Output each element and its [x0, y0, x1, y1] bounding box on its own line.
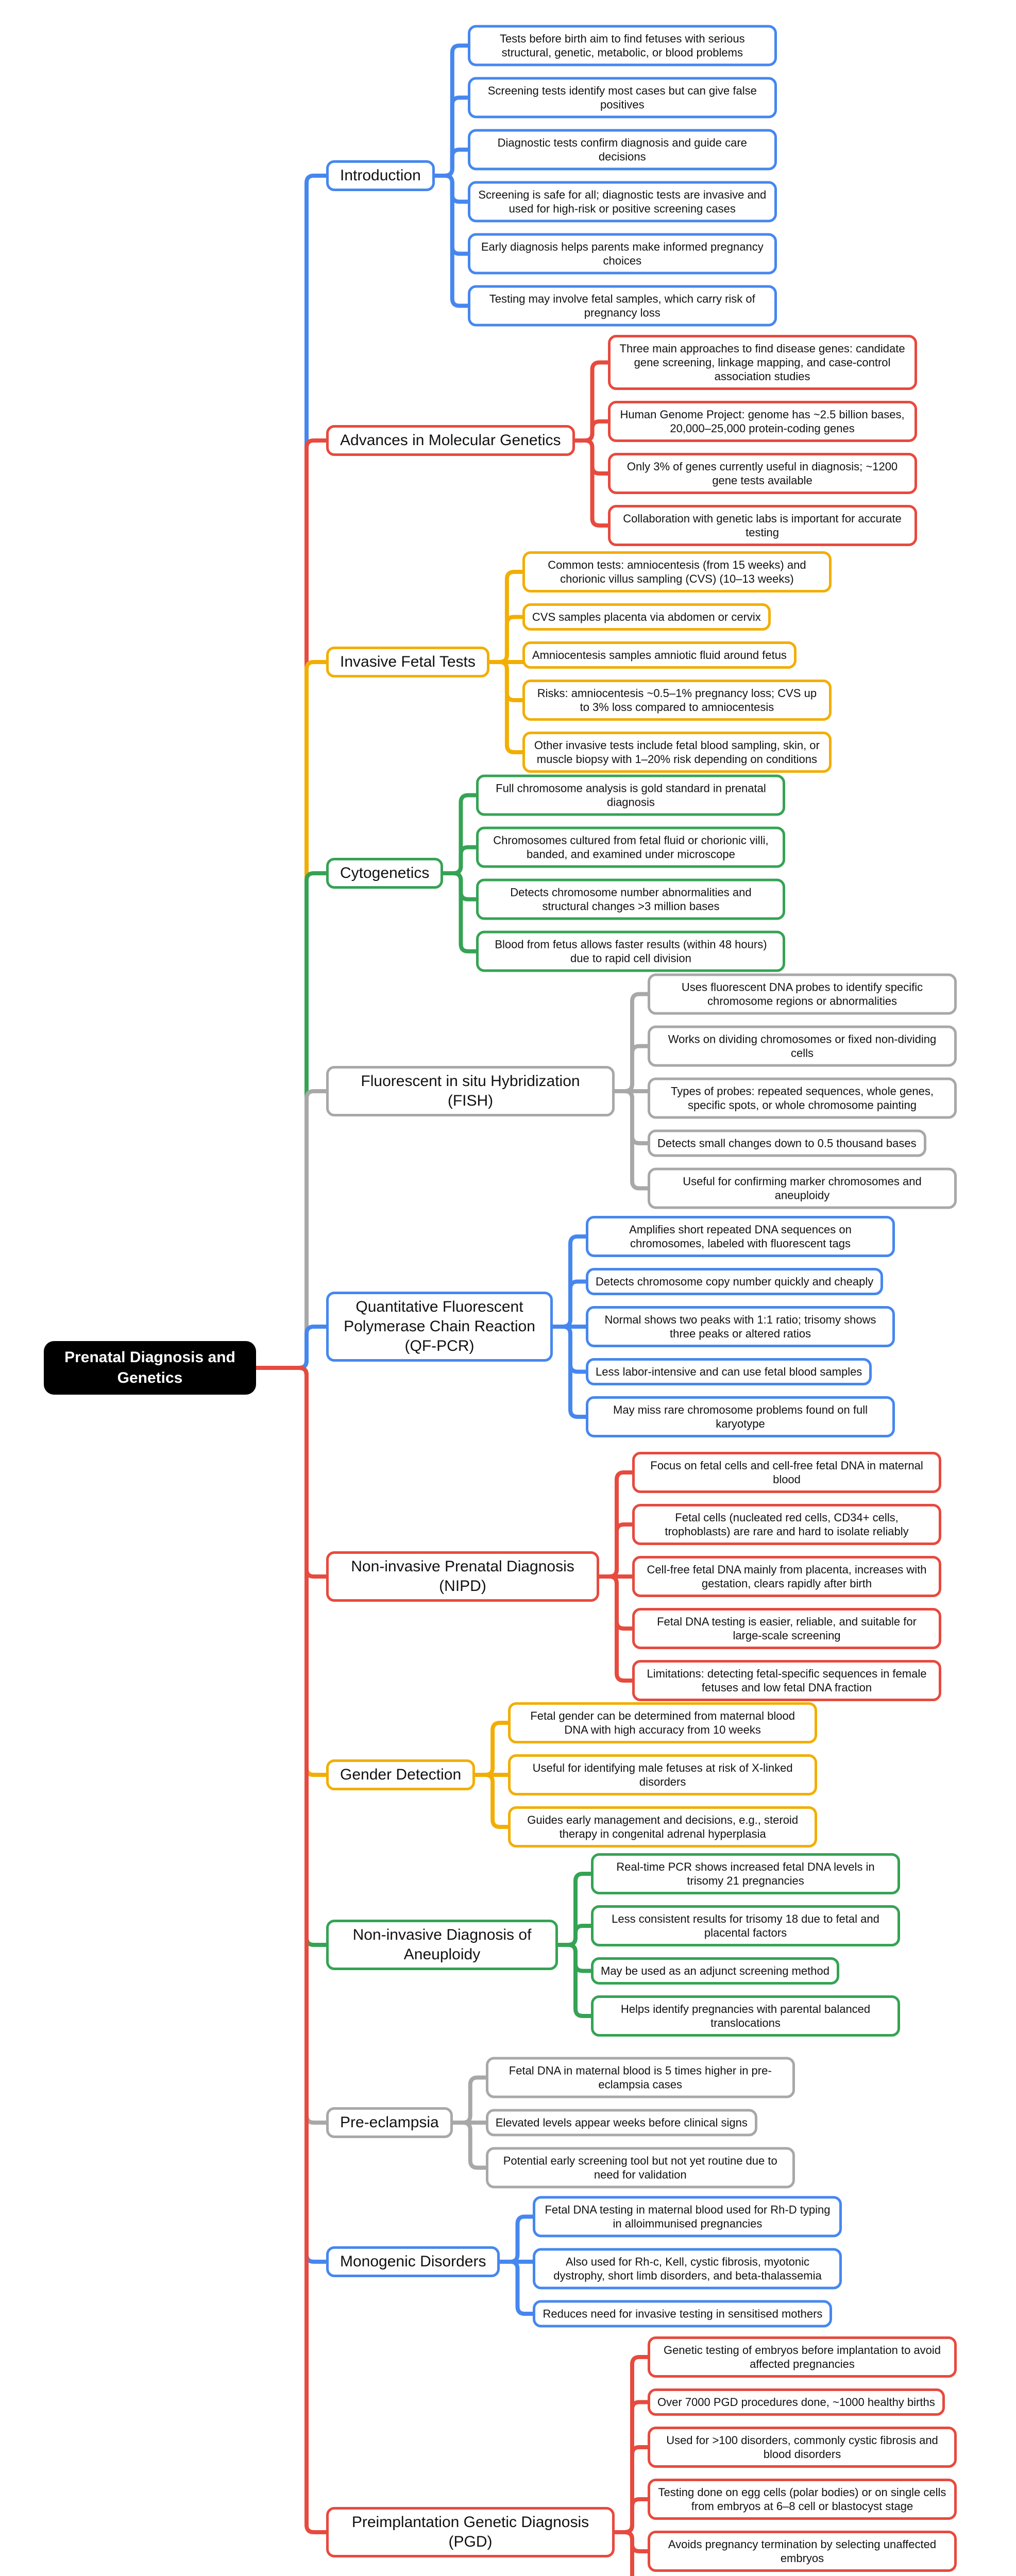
leaf-node: Over 7000 PGD procedures done, ~1000 hea… [648, 2388, 945, 2416]
leaf-node: Other invasive tests include fetal blood… [522, 732, 832, 773]
branch-label-advances-in-molecular-genetics: Advances in Molecular Genetics [326, 425, 575, 456]
leaf-node: Diagnostic tests confirm diagnosis and g… [467, 129, 777, 171]
leaf-node: Amniocentesis samples amniotic fluid aro… [522, 641, 797, 669]
leaf-node: Blood from fetus allows faster results (… [476, 930, 786, 972]
leaf-group-pre-eclampsia: Fetal DNA in maternal blood is 5 times h… [485, 2057, 795, 2189]
branch-label-introduction: Introduction [326, 160, 435, 191]
leaf-node: Detects chromosome copy number quickly a… [586, 1268, 884, 1295]
root-node: Prenatal Diagnosis and Genetics [44, 1341, 256, 1395]
leaf-node: Screening is safe for all; diagnostic te… [467, 181, 777, 223]
branch-label-pre-eclampsia: Pre-eclampsia [326, 2107, 453, 2138]
leaf-node: Only 3% of genes currently useful in dia… [607, 453, 917, 494]
leaf-node: May be used as an adjunct screening meth… [591, 1957, 839, 1985]
leaf-node: Common tests: amniocentesis (from 15 wee… [522, 551, 832, 592]
branch-label-monogenic-disorders: Monogenic Disorders [326, 2246, 500, 2277]
leaf-node: Works on dividing chromosomes or fixed n… [648, 1025, 957, 1067]
leaf-group-invasive-fetal-tests: Common tests: amniocentesis (from 15 wee… [522, 551, 832, 773]
leaf-node: Less consistent results for trisomy 18 d… [591, 1905, 900, 1946]
leaf-node: Useful for confirming marker chromosomes… [648, 1167, 957, 1209]
leaf-group-advances-in-molecular-genetics: Three main approaches to find disease ge… [607, 335, 917, 546]
leaf-node: Full chromosome analysis is gold standar… [476, 774, 786, 816]
leaf-group-non-invasive-diagnosis-of-aneuploidy: Real-time PCR shows increased fetal DNA … [591, 1853, 900, 2037]
leaf-node: Uses fluorescent DNA probes to identify … [648, 973, 957, 1015]
leaf-node: Amplifies short repeated DNA sequences o… [586, 1216, 895, 1257]
branch-label-gender-detection: Gender Detection [326, 1759, 476, 1790]
branch-label-invasive-fetal-tests: Invasive Fetal Tests [326, 647, 489, 677]
leaf-node: Fetal DNA testing is easier, reliable, a… [632, 1608, 941, 1649]
branch-label-fluorescent-in-situ-hybridization-fish: Fluorescent in situ Hybridization (FISH) [326, 1066, 615, 1116]
leaf-node: Fetal DNA in maternal blood is 5 times h… [485, 2057, 795, 2098]
leaf-node: Limitations: detecting fetal-specific se… [632, 1660, 941, 1701]
leaf-node: Screening tests identify most cases but … [467, 77, 777, 118]
leaf-node: Cell-free fetal DNA mainly from placenta… [632, 1556, 941, 1597]
leaf-group-preimplantation-genetic-diagnosis-pgd: Genetic testing of embryos before implan… [648, 2336, 957, 2576]
leaf-node: Fetal cells (nucleated red cells, CD34+ … [632, 1504, 941, 1545]
leaf-node: Risks: amniocentesis ~0.5–1% pregnancy l… [522, 680, 832, 721]
leaf-node: Detects chromosome number abnormalities … [476, 878, 786, 920]
leaf-group-introduction: Tests before birth aim to find fetuses w… [467, 25, 777, 327]
branch-label-non-invasive-diagnosis-of-aneuploidy: Non-invasive Diagnosis of Aneuploidy [326, 1920, 558, 1970]
branch-label-cytogenetics: Cytogenetics [326, 858, 444, 889]
leaf-group-gender-detection: Fetal gender can be determined from mate… [508, 1702, 818, 1848]
leaf-node: Potential early screening tool but not y… [485, 2147, 795, 2189]
leaf-node: Human Genome Project: genome has ~2.5 bi… [607, 401, 917, 442]
leaf-node: Fetal gender can be determined from mate… [508, 1702, 818, 1743]
leaf-node: Early diagnosis helps parents make infor… [467, 233, 777, 275]
leaf-node: May miss rare chromosome problems found … [586, 1396, 895, 1437]
branch-label-preimplantation-genetic-diagnosis-pgd: Preimplantation Genetic Diagnosis (PGD) [326, 2507, 615, 2557]
leaf-group-monogenic-disorders: Fetal DNA testing in maternal blood used… [533, 2196, 842, 2328]
leaf-node: Fetal DNA testing in maternal blood used… [533, 2196, 842, 2238]
leaf-node: Types of probes: repeated sequences, who… [648, 1077, 957, 1119]
leaf-node: Used for >100 disorders, commonly cystic… [648, 2427, 957, 2468]
leaf-node: Helps identify pregnancies with parental… [591, 1995, 900, 2037]
leaf-node: Avoids pregnancy termination by selectin… [648, 2531, 957, 2572]
branch-label-quantitative-fluorescent-polymerase-chai: Quantitative Fluorescent Polymerase Chai… [326, 1292, 553, 1362]
leaf-node: Three main approaches to find disease ge… [607, 335, 917, 390]
leaf-node: Testing done on egg cells (polar bodies)… [648, 2479, 957, 2520]
leaf-node: CVS samples placenta via abdomen or cerv… [522, 603, 771, 631]
leaf-node: Focus on fetal cells and cell-free fetal… [632, 1452, 941, 1493]
leaf-node: Reduces need for invasive testing in sen… [533, 2300, 833, 2328]
leaf-node: Tests before birth aim to find fetuses w… [467, 25, 777, 66]
leaf-node: Guides early management and decisions, e… [508, 1806, 818, 1848]
leaf-group-non-invasive-prenatal-diagnosis-nipd: Focus on fetal cells and cell-free fetal… [632, 1452, 941, 1701]
leaf-node: Elevated levels appear weeks before clin… [485, 2109, 757, 2137]
leaf-node: Genetic testing of embryos before implan… [648, 2336, 957, 2378]
branch-label-non-invasive-prenatal-diagnosis-nipd: Non-invasive Prenatal Diagnosis (NIPD) [326, 1551, 599, 1602]
leaf-node: Useful for identifying male fetuses at r… [508, 1754, 818, 1795]
leaf-group-quantitative-fluorescent-polymerase-chai: Amplifies short repeated DNA sequences o… [586, 1216, 895, 1437]
leaf-node: Real-time PCR shows increased fetal DNA … [591, 1853, 900, 1894]
leaf-group-cytogenetics: Full chromosome analysis is gold standar… [476, 774, 786, 972]
leaf-node: Less labor-intensive and can use fetal b… [586, 1358, 872, 1385]
leaf-group-fluorescent-in-situ-hybridization-fish: Uses fluorescent DNA probes to identify … [648, 973, 957, 1209]
leaf-node: Chromosomes cultured from fetal fluid or… [476, 826, 786, 868]
leaf-node: Testing may involve fetal samples, which… [467, 285, 777, 327]
leaf-node: Detects small changes down to 0.5 thousa… [648, 1129, 926, 1157]
leaf-node: Normal shows two peaks with 1:1 ratio; t… [586, 1306, 895, 1347]
leaf-node: Also used for Rh-c, Kell, cystic fibrosi… [533, 2248, 842, 2290]
leaf-node: Collaboration with genetic labs is impor… [607, 505, 917, 546]
